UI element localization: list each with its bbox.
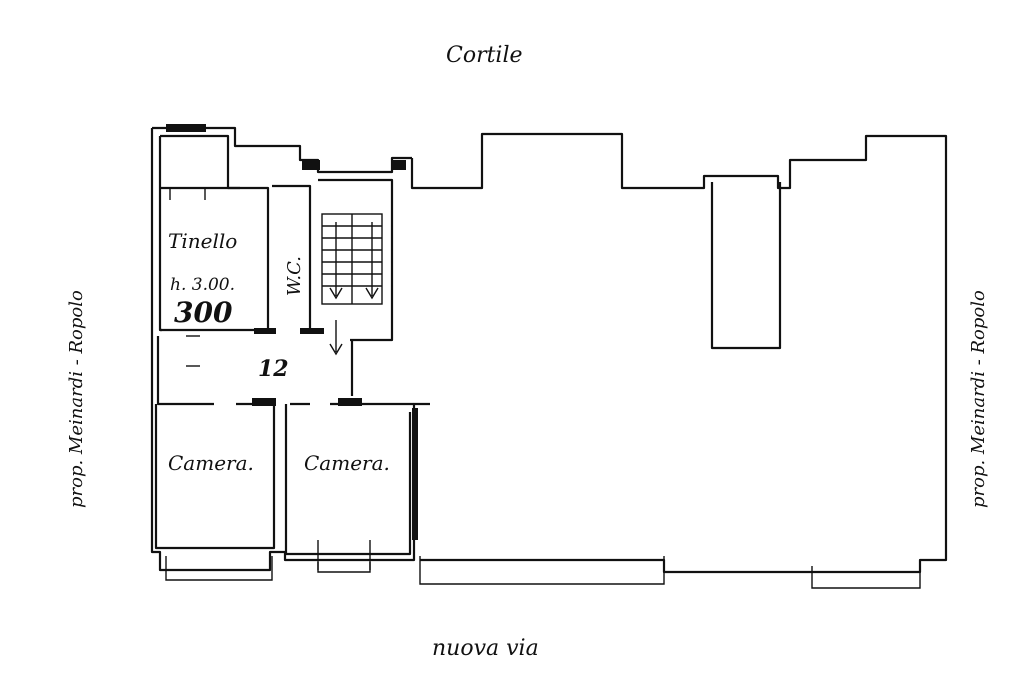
label-right-owner: prop. Meinardi - Ropolo (968, 290, 989, 508)
room-tinello-handwritten: 300 (174, 296, 233, 329)
landing-number: 12 (258, 356, 289, 382)
label-courtyard: Cortile (446, 43, 523, 68)
openings (166, 124, 418, 570)
room-camera-2-name: Camera. (304, 451, 390, 475)
room-tinello-height: h. 3.00. (170, 275, 235, 295)
label-left-owner: prop. Meinardi - Ropolo (66, 290, 87, 508)
room-wc-name: W.C. (284, 256, 305, 296)
neighbouring-building (410, 132, 948, 589)
staircase (321, 213, 383, 356)
room-camera-1-name: Camera. (168, 451, 254, 475)
room-tinello-name: Tinello (168, 229, 237, 253)
label-street: nuova via (432, 636, 539, 661)
apartment-outline (150, 126, 430, 581)
